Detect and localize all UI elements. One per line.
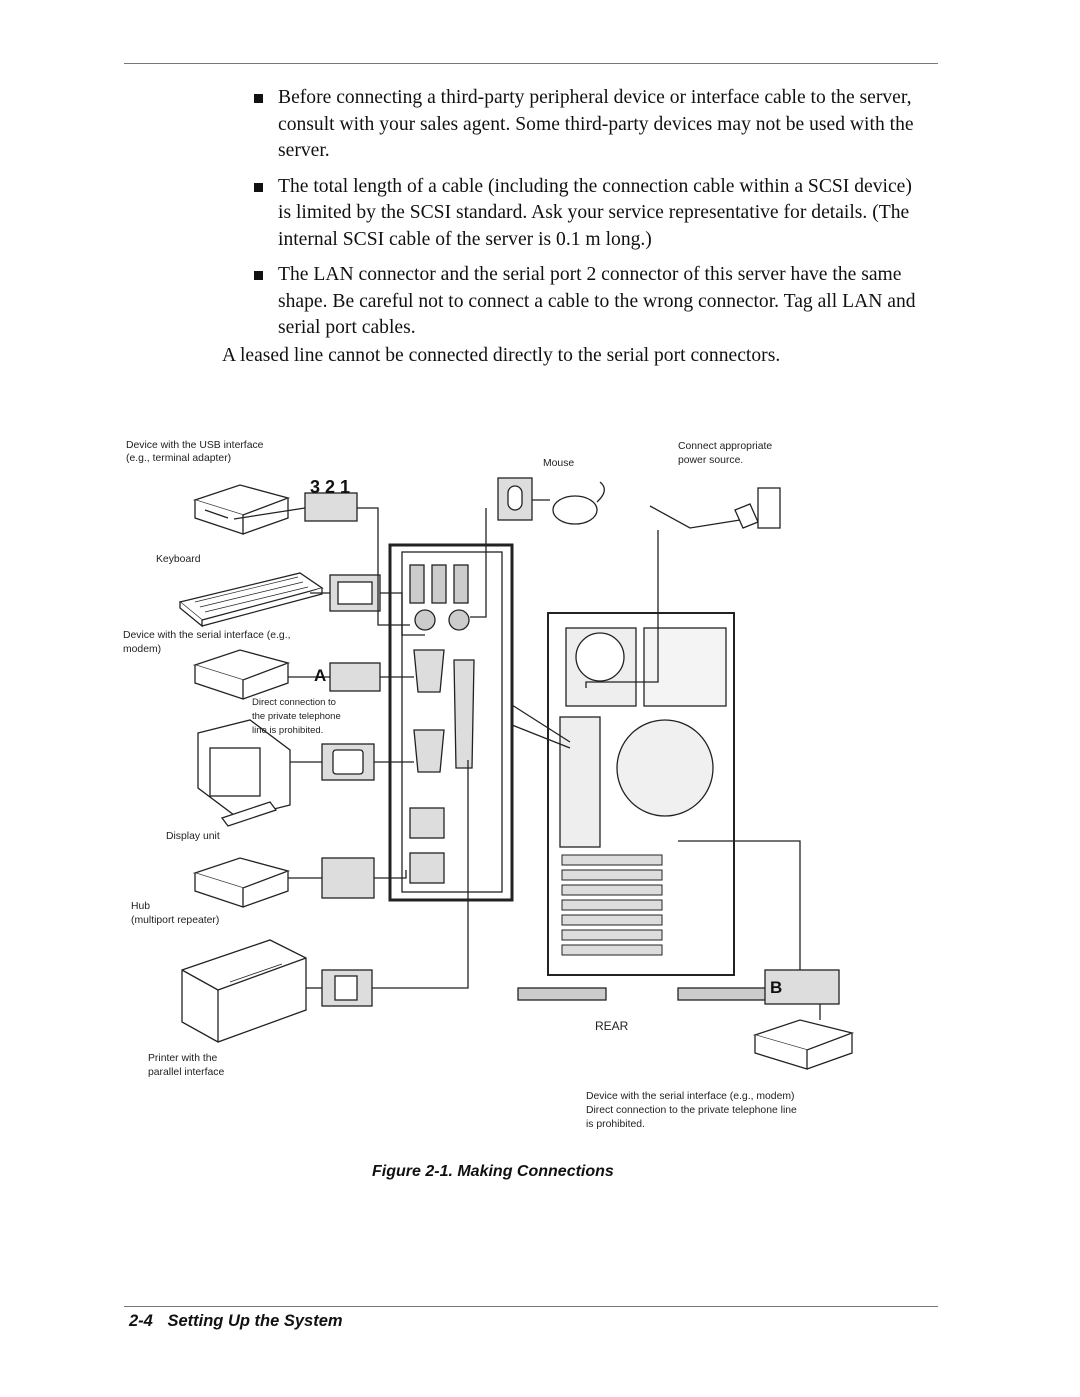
connection-diagram: 3 2 1 A B Device with the USB interface … (110, 430, 870, 1140)
power-label-line1: Connect appropriate (678, 441, 773, 452)
usb-port-icon (304, 492, 358, 522)
serial-b-label-line3: is prohibited. (586, 1119, 645, 1130)
diagram-drawing (178, 477, 855, 1070)
serial-b-label-line2: Direct connection to the private telepho… (586, 1105, 797, 1116)
bullet-item: The total length of a cable (including t… (252, 174, 922, 254)
lan-port-icon (321, 857, 375, 899)
hub-label-line1: Hub (131, 901, 151, 912)
display-unit-icon (197, 719, 291, 827)
section-title: Setting Up the System (167, 1312, 343, 1330)
printer-label-line1: Printer with the (148, 1053, 218, 1064)
modem-a-icon (192, 649, 291, 700)
direct-connection-label-line3: line is prohibited. (252, 725, 324, 736)
keyboard-label: Keyboard (156, 554, 201, 565)
modem-b-icon (752, 1019, 855, 1070)
serial-b-port-mark: B (770, 978, 783, 997)
bullet-item: The LAN connector and the serial port 2 … (252, 262, 922, 342)
top-rule (124, 63, 938, 64)
printer-label-line2: parallel interface (148, 1067, 225, 1078)
usb-device-icon (192, 484, 291, 535)
serial-a-port-mark: A (314, 666, 327, 685)
keyboard-icon (178, 572, 324, 628)
page-number: 2-4 (129, 1312, 153, 1330)
hub-icon (192, 857, 291, 908)
usb-port-number-label: 3 2 1 (310, 477, 351, 497)
rear-label: REAR (595, 1019, 629, 1033)
direct-connection-label-line1: Direct connection to (252, 697, 336, 708)
hub-label-line2: (multiport repeater) (131, 915, 220, 926)
serial-a-label-line1: Device with the serial interface (e.g., (123, 630, 291, 641)
display-unit-label: Display unit (166, 831, 220, 842)
figure-caption: Figure 2-1. Making Connections (372, 1163, 614, 1180)
usb-device-label-line2: (e.g., terminal adapter) (126, 453, 232, 464)
mouse-label: Mouse (543, 458, 575, 469)
mouse-icon (552, 495, 598, 525)
bullet-item: Before connecting a third-party peripher… (252, 85, 922, 165)
serial-a-label-line2: modem) (123, 644, 162, 655)
serial-b-port-icon (764, 969, 840, 1005)
bullet-text: Before connecting a third-party peripher… (278, 87, 914, 161)
bullet-text: The total length of a cable (including t… (278, 175, 912, 250)
bottom-rule (124, 1306, 938, 1307)
outlet-icon (757, 487, 781, 529)
power-label-line2: power source. (678, 455, 744, 466)
serial-a-port-icon (329, 662, 381, 692)
power-cable-icon (649, 505, 741, 529)
page-footer: 2-4 Setting Up the System (129, 1312, 343, 1331)
serial-b-label-line1: Device with the serial interface (e.g., … (586, 1091, 795, 1102)
body-paragraph: A leased line cannot be connected direct… (222, 345, 781, 366)
bullet-text: The LAN connector and the serial port 2 … (278, 264, 916, 338)
bullet-square-icon (254, 94, 263, 103)
printer-icon (181, 939, 307, 1043)
direct-connection-label-line2: the private telephone (252, 711, 341, 722)
bullet-list: Before connecting a third-party peripher… (252, 85, 922, 351)
bullet-square-icon (254, 182, 263, 192)
usb-device-label-line1: Device with the USB interface (126, 440, 264, 451)
bullet-square-icon (254, 271, 263, 280)
